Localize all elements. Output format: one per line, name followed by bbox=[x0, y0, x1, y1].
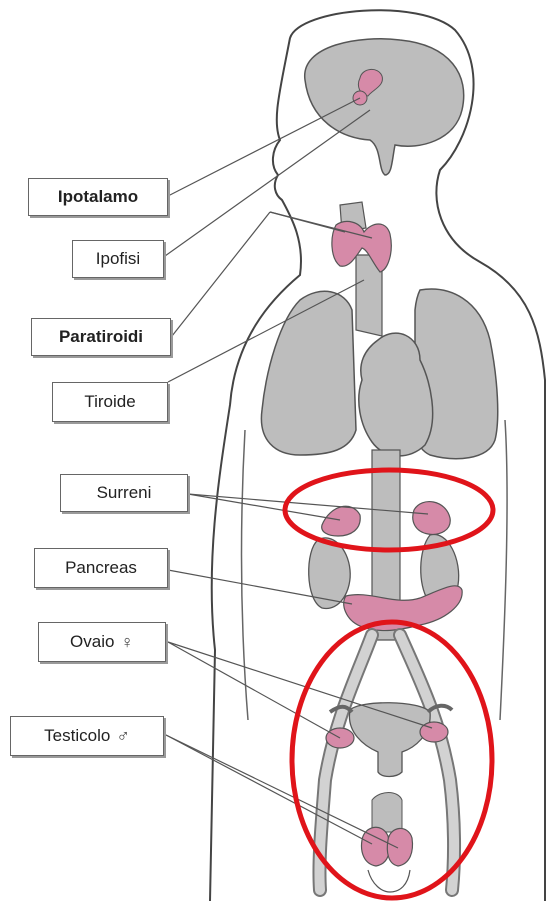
right-adrenal-gland bbox=[413, 502, 450, 535]
label-ipotalamo: Ipotalamo bbox=[28, 178, 168, 216]
right-arm-contour bbox=[500, 420, 507, 720]
label-paratiroidi: Paratiroidi bbox=[31, 318, 171, 356]
leader-testicolo-b bbox=[166, 735, 398, 848]
label-ipofisi: Ipofisi bbox=[72, 240, 164, 278]
label-testicolo: Testicolo ♂ bbox=[10, 716, 164, 756]
label-pancreas: Pancreas bbox=[34, 548, 168, 588]
male-symbol-icon: ♂ bbox=[116, 726, 130, 747]
label-ovaio-text: Ovaio bbox=[70, 632, 114, 652]
scrotum-outline bbox=[368, 870, 410, 892]
left-testis bbox=[362, 827, 390, 866]
left-lung bbox=[261, 291, 356, 455]
leader-surreni-a bbox=[188, 494, 340, 520]
testes-structure bbox=[372, 793, 402, 833]
female-symbol-icon: ♀ bbox=[120, 632, 134, 653]
right-testis bbox=[387, 828, 412, 866]
brain bbox=[305, 39, 464, 175]
leader-testicolo-a bbox=[166, 735, 372, 844]
label-tiroide: Tiroide bbox=[52, 382, 168, 422]
leader-ipotalamo bbox=[168, 98, 360, 196]
label-ovaio: Ovaio ♀ bbox=[38, 622, 166, 662]
label-surreni: Surreni bbox=[60, 474, 188, 512]
label-testicolo-text: Testicolo bbox=[44, 726, 110, 746]
leader-paratiroidi-a bbox=[172, 212, 270, 336]
left-arm-contour bbox=[242, 430, 248, 720]
left-adrenal-gland bbox=[322, 506, 361, 536]
